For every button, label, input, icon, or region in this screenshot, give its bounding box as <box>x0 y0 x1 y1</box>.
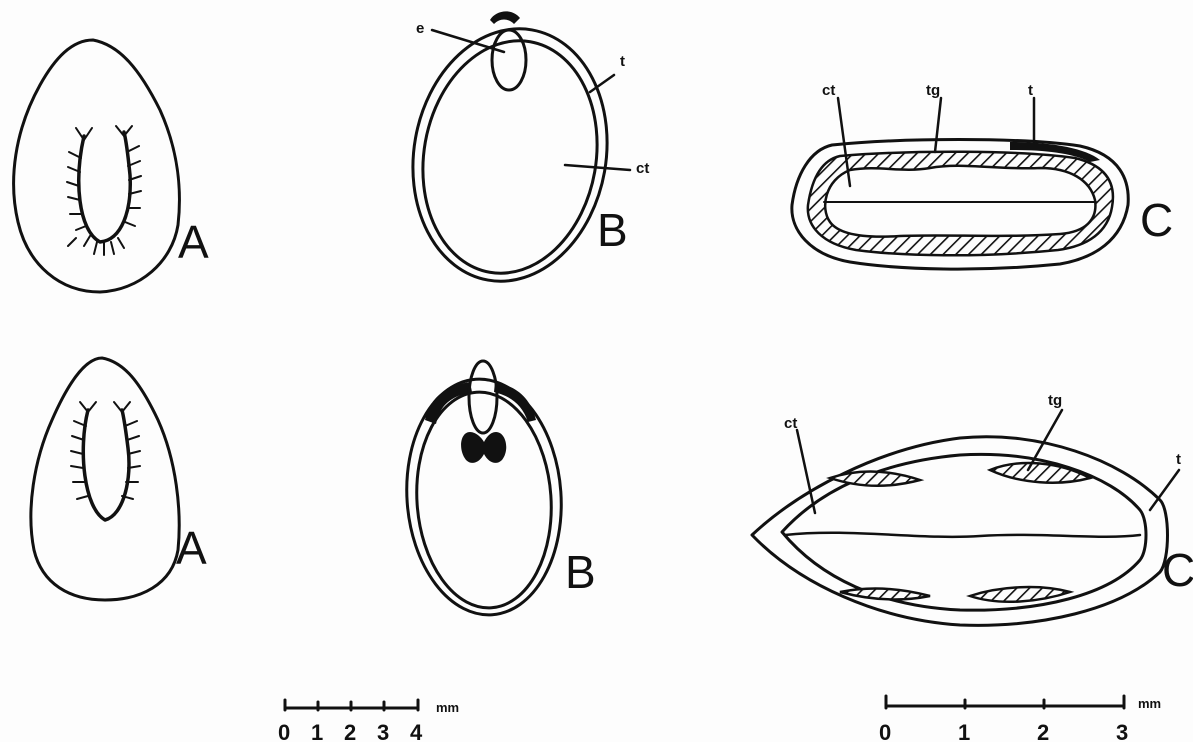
top-label-c: C <box>1140 194 1173 246</box>
top-seed-c-drawing <box>792 98 1128 269</box>
scale-right-unit: mm <box>1138 696 1161 711</box>
scale-right-tick-0: 0 <box>879 720 891 742</box>
scale-left-tick-4: 4 <box>410 720 423 742</box>
top-b-label-e: e <box>416 20 424 37</box>
bottom-seed-c-drawing <box>752 410 1179 625</box>
bottom-c-label-t: t <box>1176 451 1181 468</box>
bottom-seed-b-drawing <box>399 361 569 620</box>
scale-left-tick-2: 2 <box>344 720 356 742</box>
scale-right-tick-2: 2 <box>1037 720 1049 742</box>
scale-left-tick-0: 0 <box>278 720 290 742</box>
bottom-label-a: A <box>176 522 207 574</box>
top-label-b: B <box>597 204 628 256</box>
scale-bar-right: 0 1 2 3 mm <box>879 696 1161 742</box>
top-b-label-ct: ct <box>636 160 649 177</box>
bottom-c-label-tg: tg <box>1048 392 1062 409</box>
scale-left-tick-3: 3 <box>377 720 389 742</box>
top-c-label-tg: tg <box>926 82 940 99</box>
bottom-c-label-ct: ct <box>784 415 797 432</box>
top-c-label-t: t <box>1028 82 1033 99</box>
scale-right-tick-3: 3 <box>1116 720 1128 742</box>
bottom-label-b: B <box>565 546 596 598</box>
top-label-a: A <box>178 216 209 268</box>
scale-left-tick-1: 1 <box>311 720 323 742</box>
top-c-label-ct: ct <box>822 82 835 99</box>
top-b-label-t: t <box>620 53 625 70</box>
scale-bar-left: 0 1 2 3 4 mm <box>278 700 459 742</box>
bottom-label-c: C <box>1162 544 1193 596</box>
scale-right-tick-1: 1 <box>958 720 970 742</box>
bottom-seed-a-drawing <box>31 358 179 600</box>
top-seed-a-drawing <box>14 40 180 292</box>
scale-left-unit: mm <box>436 700 459 715</box>
top-seed-b-drawing <box>393 11 630 296</box>
